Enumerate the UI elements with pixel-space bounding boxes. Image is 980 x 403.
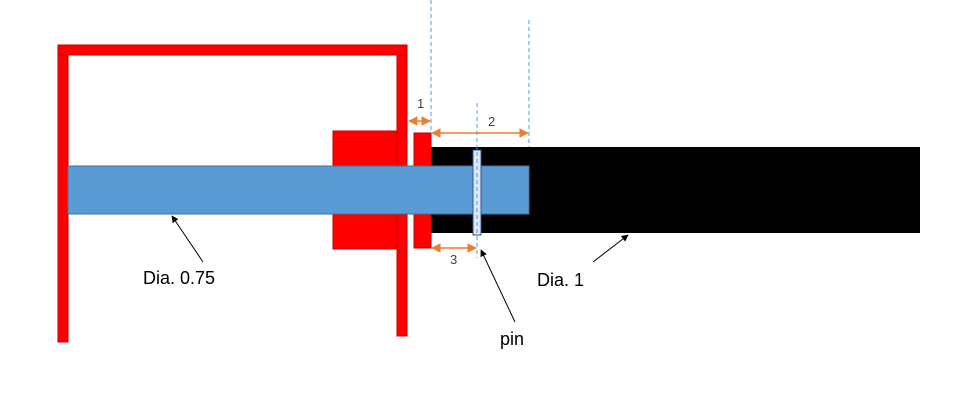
leader-arrows <box>171 215 629 323</box>
leader-arrow-pin <box>480 249 516 323</box>
dimension-label-3: 3 <box>450 252 457 267</box>
small-shaft-label: Dia. 0.75 <box>143 268 215 288</box>
dimension-arrows <box>408 116 529 253</box>
frame-left-leg <box>57 54 69 343</box>
leader-arrow-small-shaft <box>171 215 204 263</box>
large-shaft-label: Dia. 1 <box>537 270 584 290</box>
dimension-label-1: 1 <box>417 96 424 111</box>
pin <box>472 149 482 236</box>
pin-label: pin <box>500 329 524 349</box>
dimension-label-2: 2 <box>488 114 495 129</box>
small-shaft <box>67 165 530 215</box>
guide-lines <box>430 0 530 258</box>
leader-arrow-large-shaft <box>592 234 629 263</box>
frame-top-bar <box>57 44 408 56</box>
